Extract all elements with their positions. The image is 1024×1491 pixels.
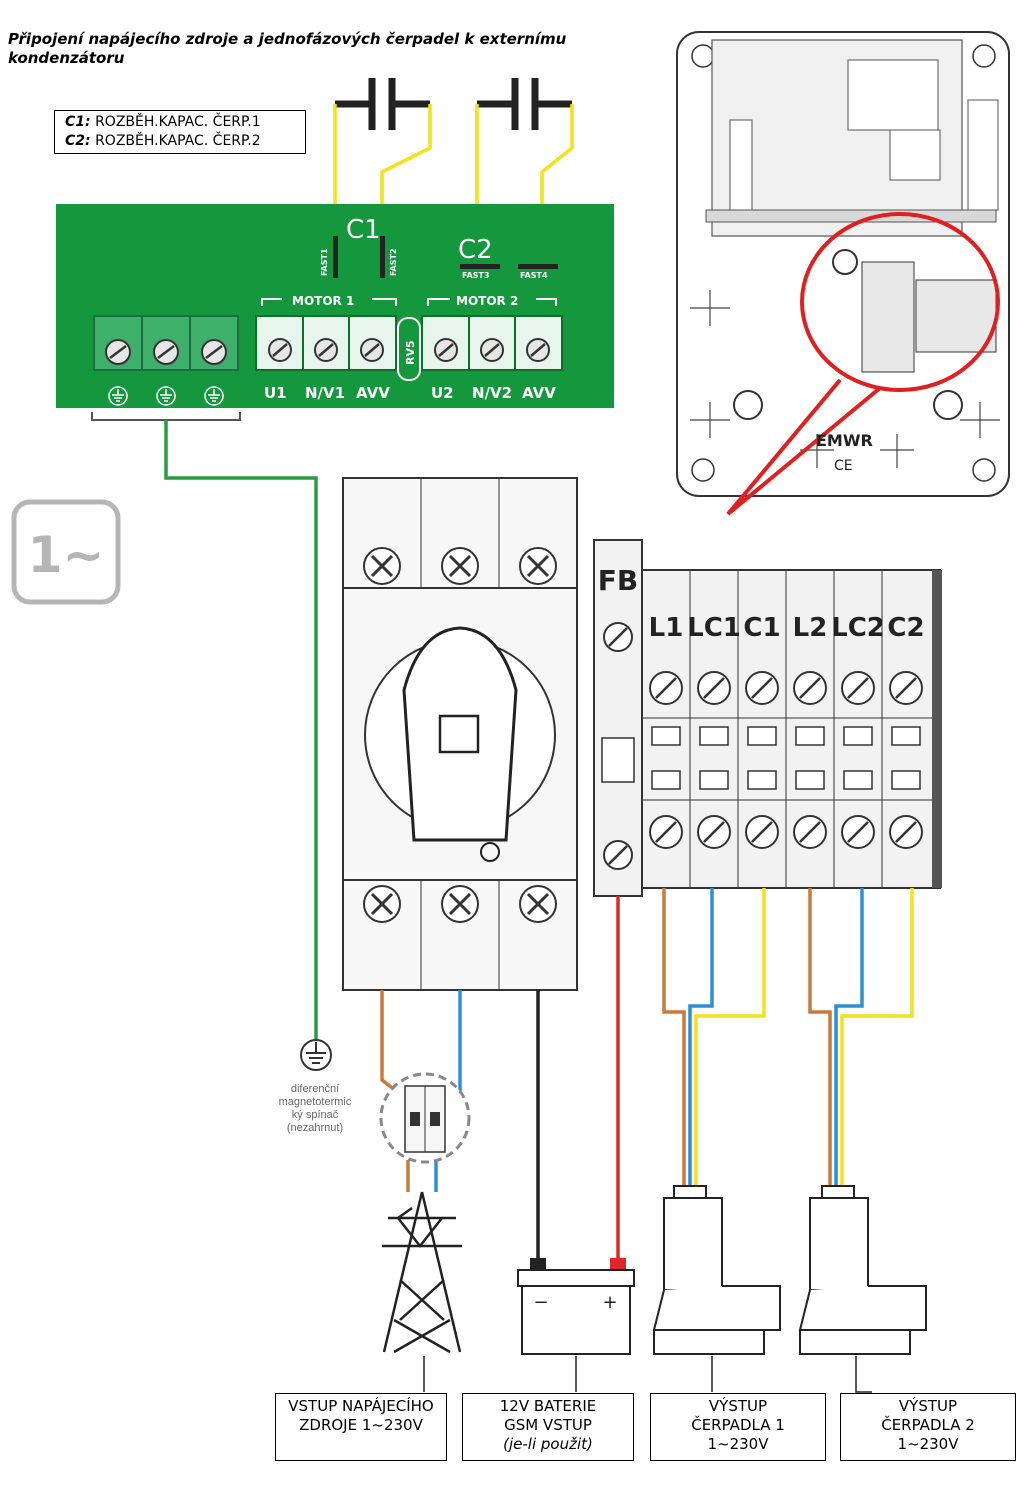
terminal-label-c2: C2 <box>887 613 924 643</box>
pcb-fast1-label: FAST1 <box>320 248 329 276</box>
power-pylon-icon <box>382 1191 462 1354</box>
capacitor-c2 <box>477 78 572 130</box>
capacitor-legend: C1: ROZBĚH.KAPAC. ČERP.1 C2: ROZBĚH.KAPA… <box>54 110 306 154</box>
box-pump1-output: VÝSTUP ČERPADLA 1 1~230V <box>650 1393 826 1461</box>
legend-text: ROZBĚH.KAPAC. ČERP.2 <box>95 133 261 149</box>
box-line: GSM VSTUP <box>504 1416 592 1434</box>
box-line: 1~230V <box>897 1435 959 1453</box>
panel-brand: EMWR <box>816 431 873 450</box>
terminal-label-l2: L2 <box>793 613 828 643</box>
pcb-fast3-label: FAST3 <box>462 271 490 280</box>
single-phase-symbol: 1~ <box>11 499 121 605</box>
pump2-wires <box>808 888 914 1186</box>
box-power-input: VSTUP NAPÁJECÍHO ZDROJE 1~230V <box>275 1393 447 1461</box>
pcb-terminal-nv1: N/V1 <box>305 384 345 402</box>
breaker-icon <box>379 1072 471 1164</box>
terminal-label-lc1: LC1 <box>687 613 741 643</box>
terminal-block: FB L1 LC1 C1 L2 LC2 C2 <box>593 539 942 897</box>
capacitor-c1 <box>335 78 430 130</box>
legend-row-c1: C1: ROZBĚH.KAPAC. ČERP.1 <box>65 113 295 132</box>
legend-text: ROZBĚH.KAPAC. ČERP.1 <box>95 114 261 130</box>
box-line: VSTUP NAPÁJECÍHO <box>288 1397 434 1415</box>
battery-icon: − + <box>517 1258 635 1355</box>
legend-key: C2: <box>65 133 91 149</box>
note-line: (nezahrnut) <box>286 1122 344 1134</box>
box-line: VÝSTUP <box>708 1397 768 1415</box>
pcb-c2-label: C2 <box>458 235 493 265</box>
box-line: 12V BATERIE <box>499 1397 597 1415</box>
box-line: ČERPADLA 1 <box>691 1416 785 1434</box>
pcb-terminal-u2: U2 <box>431 384 454 402</box>
box-pump2-output: VÝSTUP ČERPADLA 2 1~230V <box>840 1393 1016 1461</box>
main-disconnect-switch <box>342 477 578 991</box>
terminal-label-lc2: LC2 <box>831 613 885 643</box>
pcb-board: C1 C2 FAST1 FAST2 FAST3 FAST4 MOTOR 1 MO… <box>56 204 614 408</box>
terminal-fb-label: FB <box>598 564 638 597</box>
note-line: magnetotermic <box>278 1096 352 1108</box>
breaker-note: diferenční magnetotermic ký spínač (neza… <box>265 1083 365 1135</box>
control-panel: EMWR CE <box>676 31 1010 516</box>
phase-symbol-text: 1~ <box>28 526 105 584</box>
pcb-fast2-label: FAST2 <box>389 248 398 276</box>
ground-symbol <box>300 1039 332 1071</box>
box-line: ZDROJE 1~230V <box>299 1416 423 1434</box>
battery-minus: − <box>533 1292 548 1313</box>
pcb-rv-label: RV5 <box>404 340 417 365</box>
battery-plus: + <box>602 1292 617 1313</box>
legend-key: C1: <box>65 114 91 130</box>
page-title: Připojení napájecího zdroje a jednofázov… <box>8 30 567 67</box>
legend-row-c2: C2: ROZBĚH.KAPAC. ČERP.2 <box>65 132 295 151</box>
panel-ce-mark: CE <box>834 458 853 474</box>
pump1-wires <box>662 888 766 1186</box>
pcb-motor2-label: MOTOR 2 <box>456 294 518 308</box>
box-line: VÝSTUP <box>898 1397 958 1415</box>
pump2-icon <box>798 1185 927 1355</box>
box-line: 1~230V <box>707 1435 769 1453</box>
terminal-label-l1: L1 <box>649 613 684 643</box>
pcb-motor1-label: MOTOR 1 <box>292 294 354 308</box>
pump1-icon <box>652 1185 781 1355</box>
pcb-terminal-u1: U1 <box>264 384 287 402</box>
note-line: diferenční <box>290 1083 340 1095</box>
pcb-terminal-avv2: AVV <box>522 384 556 402</box>
box-battery-input: 12V BATERIE GSM VSTUP (je-li použit) <box>462 1393 634 1461</box>
pcb-c1-label: C1 <box>346 215 381 245</box>
pcb-terminal-nv2: N/V2 <box>472 384 512 402</box>
box-line: ČERPADLA 2 <box>881 1416 975 1434</box>
note-line: ký spínač <box>291 1109 339 1121</box>
terminal-label-c1: C1 <box>743 613 780 643</box>
pcb-terminal-avv1: AVV <box>356 384 390 402</box>
ground-wire <box>91 412 318 1040</box>
pcb-fast4-label: FAST4 <box>520 271 548 280</box>
box-line: (je-li použit) <box>503 1435 593 1453</box>
